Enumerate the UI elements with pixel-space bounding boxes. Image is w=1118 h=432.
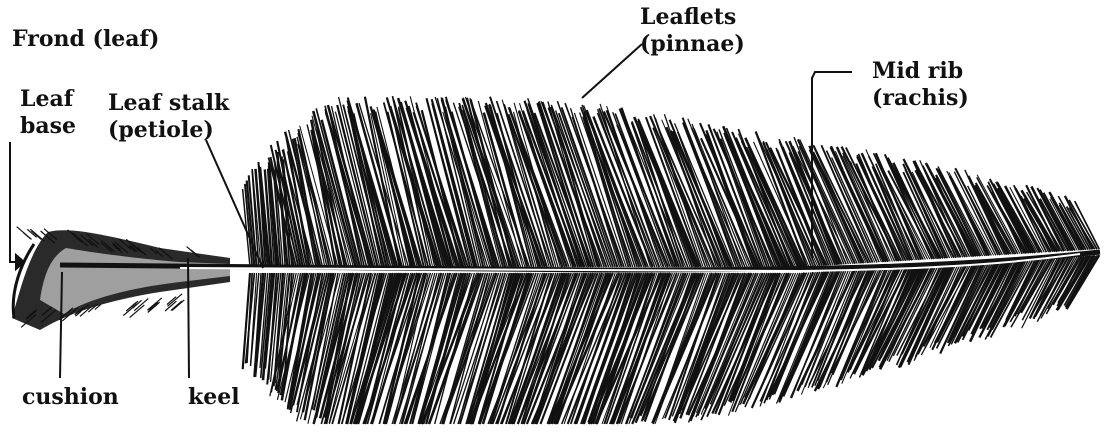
base-hair [147, 298, 161, 310]
midrib-label-line2: (rachis) [872, 85, 969, 112]
base-hair [165, 301, 176, 311]
leaf-base-shape [12, 230, 230, 330]
base-hair [149, 302, 158, 310]
leaf-base-pointer [10, 142, 22, 262]
leaf-stalk-label: Leaf stalk (petiole) [108, 90, 229, 144]
leaf-stalk-label-line1: Leaf stalk [108, 90, 229, 117]
base-hair [30, 229, 44, 241]
leaflets-lower [243, 255, 1099, 424]
midrib-label-line1: Mid rib [872, 58, 969, 85]
leaf-base-label-line1: Leaf [20, 86, 76, 113]
leaf-base-label: Leaf base [20, 86, 76, 140]
leaflets-pointer [582, 44, 642, 98]
leaflets-label-line1: Leaflets [640, 4, 745, 31]
keel-pointer [188, 258, 189, 378]
leaflets-label-line2: (pinnae) [640, 31, 745, 58]
leaflets-upper [243, 96, 1100, 267]
midrib-label: Mid rib (rachis) [872, 58, 969, 112]
diagram-title: Frond (leaf) [12, 26, 159, 53]
leaflets-label: Leaflets (pinnae) [640, 4, 745, 58]
leaf-base-label-line2: base [20, 113, 76, 140]
base-hair [17, 227, 32, 240]
leaf-stalk-label-line2: (petiole) [108, 117, 229, 144]
cushion-label: cushion [22, 384, 119, 411]
keel-label: keel [188, 384, 240, 411]
